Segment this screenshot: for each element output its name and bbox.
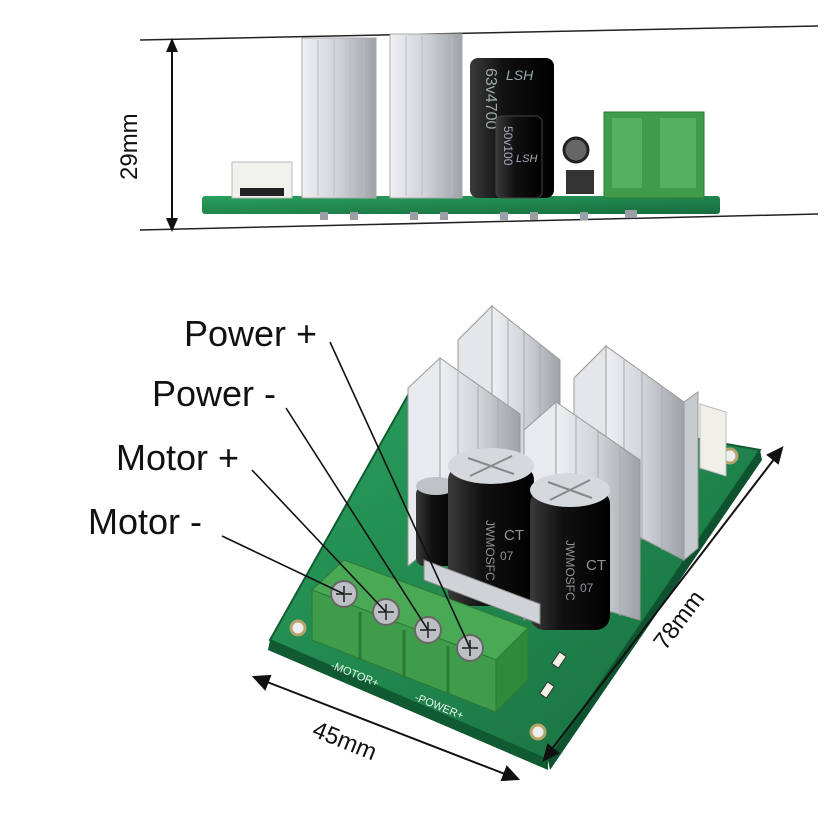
capacitor-large-left-code: JWMOSFC bbox=[483, 520, 497, 581]
capacitor-large-right-date: 07 bbox=[580, 581, 594, 595]
metal-bracket bbox=[423, 559, 541, 625]
leader-motor-minus bbox=[221, 535, 345, 595]
leader-power-minus bbox=[285, 407, 429, 631]
capacitor-large-right-code: JWMOSFC bbox=[563, 540, 577, 601]
side-capacitor-large-print: 63v4700 bbox=[482, 68, 499, 129]
capacitor-large-right: CT JWMOSFC 07 bbox=[530, 473, 610, 630]
side-capacitor-large-brand: LSH bbox=[506, 67, 534, 83]
callout-motor-minus: Motor - bbox=[88, 501, 203, 542]
side-heatsink-right bbox=[389, 33, 463, 199]
mounting-holes bbox=[289, 447, 739, 741]
height-arrow bbox=[166, 38, 178, 232]
side-heatsink-left bbox=[301, 37, 377, 199]
smd-component bbox=[539, 681, 555, 699]
side-inductor bbox=[562, 136, 590, 164]
side-capacitor-small-print: 50v100 bbox=[501, 126, 515, 166]
smd-component bbox=[551, 651, 567, 669]
callout-motor-plus: Motor + bbox=[116, 437, 240, 478]
side-pcb bbox=[202, 196, 720, 214]
callout-lines bbox=[221, 341, 471, 649]
side-view: 63v4700 LSH 50v100 LSH bbox=[139, 25, 819, 232]
side-solder-pins bbox=[320, 210, 637, 220]
side-capacitor-small bbox=[495, 115, 543, 199]
callout-power-minus: Power - bbox=[152, 373, 277, 414]
top-view: CT JWMOSFC 07 CT JWMOSFC 07 bbox=[221, 304, 784, 782]
bottom-guide-line bbox=[139, 213, 819, 231]
length-arrow bbox=[542, 446, 784, 762]
capacitor-small bbox=[416, 477, 456, 566]
leader-power-plus bbox=[329, 341, 471, 649]
capacitor-large-left: CT JWMOSFC 07 bbox=[448, 448, 534, 606]
capacitor-large-left-date: 07 bbox=[500, 549, 514, 563]
capacitor-large-right-brand: CT bbox=[586, 557, 606, 574]
width-arrow bbox=[251, 674, 521, 782]
leader-motor-plus bbox=[251, 469, 387, 613]
terminal-block bbox=[311, 559, 529, 714]
callout-power-plus: Power + bbox=[184, 313, 318, 354]
dimension-height-label: 29mm bbox=[116, 113, 143, 180]
white-connector bbox=[699, 403, 727, 477]
top-guide-line bbox=[139, 25, 819, 41]
side-capacitor-small-brand: LSH bbox=[516, 153, 537, 165]
capacitor-large-left-brand: CT bbox=[504, 527, 524, 544]
